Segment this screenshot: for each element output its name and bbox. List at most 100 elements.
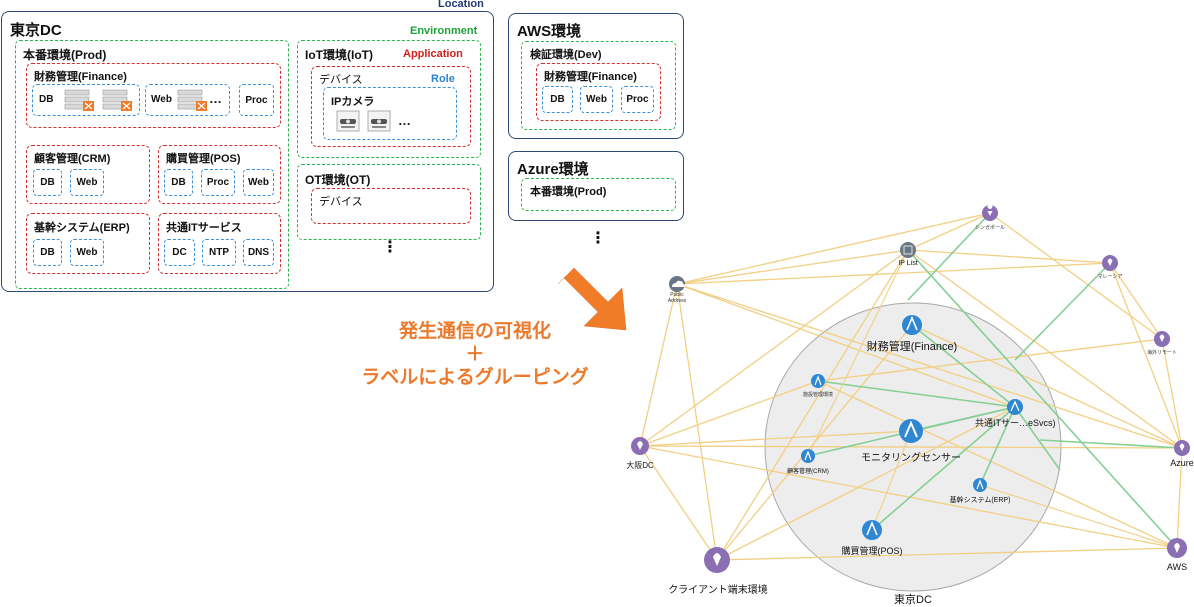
ot-environment-box: OT環境(OT) デバイス — [297, 164, 481, 240]
list-icon — [903, 245, 913, 255]
common-dns-role: DNS — [243, 239, 274, 266]
crm-label: 顧客管理(CRM) — [787, 469, 829, 475]
caption-line3: ラベルによるグルーピング — [361, 367, 589, 388]
pin-icon — [1107, 258, 1113, 266]
finance-label: 財務管理(Finance) — [866, 341, 958, 353]
aws-finance-title: 財務管理(Finance) — [544, 71, 637, 83]
aws-db-role: DB — [542, 86, 573, 113]
aws-proc-role: Proc — [621, 86, 654, 113]
edge — [907, 249, 1178, 549]
malaysia-label: マレーシア — [1097, 274, 1123, 280]
camera-ellipsis: … — [398, 113, 412, 128]
aws-dev-title: 検証環境(Dev) — [530, 49, 602, 61]
server-icon — [64, 89, 94, 111]
edge — [676, 283, 1016, 408]
edge — [639, 445, 718, 561]
pos-app-title: 購買管理(POS) — [166, 153, 241, 165]
iot-environment-box: IoT環境(IoT) Application デバイス Role IPカメラ — [297, 40, 481, 158]
aws-label: AWS — [1166, 562, 1188, 572]
pin-icon — [987, 204, 993, 216]
common-label: 共通ITサー…eSvcs) — [975, 418, 1056, 428]
finance-app-title: 財務管理(Finance) — [34, 71, 127, 83]
common-it-app-title: 共通ITサービス — [166, 222, 242, 234]
ip-camera-role: IPカメラ … — [323, 87, 457, 140]
pin-icon — [1179, 443, 1185, 451]
app-icon — [906, 315, 918, 331]
edge — [676, 283, 718, 561]
finance-web-role: Web … — [145, 84, 230, 116]
edge — [639, 430, 912, 447]
arrow-shape — [557, 267, 627, 331]
erp-web-role: Web — [70, 239, 104, 266]
cloud-icon — [672, 280, 685, 287]
app-icon — [976, 479, 984, 490]
azure-prod-title: 本番環境(Prod) — [530, 186, 607, 198]
edge — [639, 249, 909, 447]
iot-device-title: デバイス — [319, 74, 363, 86]
location-tag: Location — [438, 0, 484, 10]
pos-web-role: Web — [243, 169, 274, 196]
azure-title: Azure環境 — [517, 161, 589, 178]
caption-line1: 発生通信の可視化 — [398, 321, 551, 342]
ot-device-title: デバイス — [319, 196, 363, 208]
ot-device-app-box: デバイス — [311, 188, 471, 224]
edge — [871, 430, 912, 531]
crm-db-role: DB — [33, 169, 62, 196]
edge — [1039, 439, 1183, 449]
crm-app-box: 顧客管理(CRM) DB Web — [26, 145, 150, 204]
remote-label: 海外リモート — [1146, 350, 1177, 356]
azure-label: Azure — [1170, 458, 1194, 468]
app-icon — [1010, 400, 1020, 412]
osaka-label: 大阪DC — [626, 461, 654, 470]
aws-finance-app-box: 財務管理(Finance) DB Web Proc — [536, 63, 661, 121]
tokyo-dc-group-label: 東京DC — [894, 594, 932, 606]
tokyo-more-vdots: ⋮ — [382, 239, 398, 256]
server-icon — [102, 89, 132, 111]
camera-icon — [336, 110, 360, 132]
edge — [676, 212, 991, 285]
yellow-edges — [639, 212, 1183, 561]
edge — [639, 283, 678, 447]
pin-icon — [637, 441, 643, 450]
app-icon — [804, 450, 812, 461]
edge — [907, 249, 1183, 449]
crm-node — [801, 449, 815, 463]
edge — [907, 212, 991, 251]
crm-web-role: Web — [70, 169, 104, 196]
finance-app-box: 財務管理(Finance) DB — [26, 63, 281, 128]
application-tag: Application — [403, 48, 463, 60]
caption-line2: ＋ — [465, 344, 485, 365]
edge — [676, 249, 909, 285]
edge — [817, 380, 1178, 549]
ip-camera-title: IPカメラ — [331, 96, 375, 108]
edge — [979, 406, 1016, 486]
iot-small-node — [811, 374, 825, 388]
green-edges — [807, 212, 1183, 549]
edge — [1109, 262, 1183, 449]
finance-db-label: DB — [39, 94, 54, 105]
monitor-label: モニタリングセンサー — [861, 453, 961, 464]
finance-web-ellipsis: … — [209, 91, 223, 106]
erp-app-title: 基幹システム(ERP) — [34, 222, 130, 234]
tokyo-dc-box: 東京DC Environment 本番環境(Prod) 財務管理(Finance… — [1, 11, 494, 292]
app-icon — [814, 375, 822, 386]
common-it-app-box: 共通ITサービス DC NTP DNS — [158, 213, 281, 274]
edge — [1176, 447, 1183, 549]
edge — [817, 380, 1016, 408]
network-graph — [631, 204, 1190, 592]
ip-list-label: IP List — [898, 260, 918, 267]
pos-db-role: DB — [164, 169, 193, 196]
azure-box: Azure環境 本番環境(Prod) — [508, 151, 684, 221]
camera-icon — [367, 110, 391, 132]
aws-title: AWS環境 — [517, 23, 582, 40]
public-address-label: Public Address — [667, 292, 687, 304]
erp-db-role: DB — [33, 239, 62, 266]
edge — [676, 283, 1183, 449]
aws-box: AWS環境 検証環境(Dev) 財務管理(Finance) DB Web Pro… — [508, 13, 684, 139]
edge — [1014, 406, 1061, 471]
app-icon — [866, 520, 878, 536]
finance-db-role: DB — [32, 84, 140, 116]
pos-proc-role: Proc — [201, 169, 235, 196]
edge — [716, 547, 1178, 561]
role-tag: Role — [431, 73, 455, 85]
